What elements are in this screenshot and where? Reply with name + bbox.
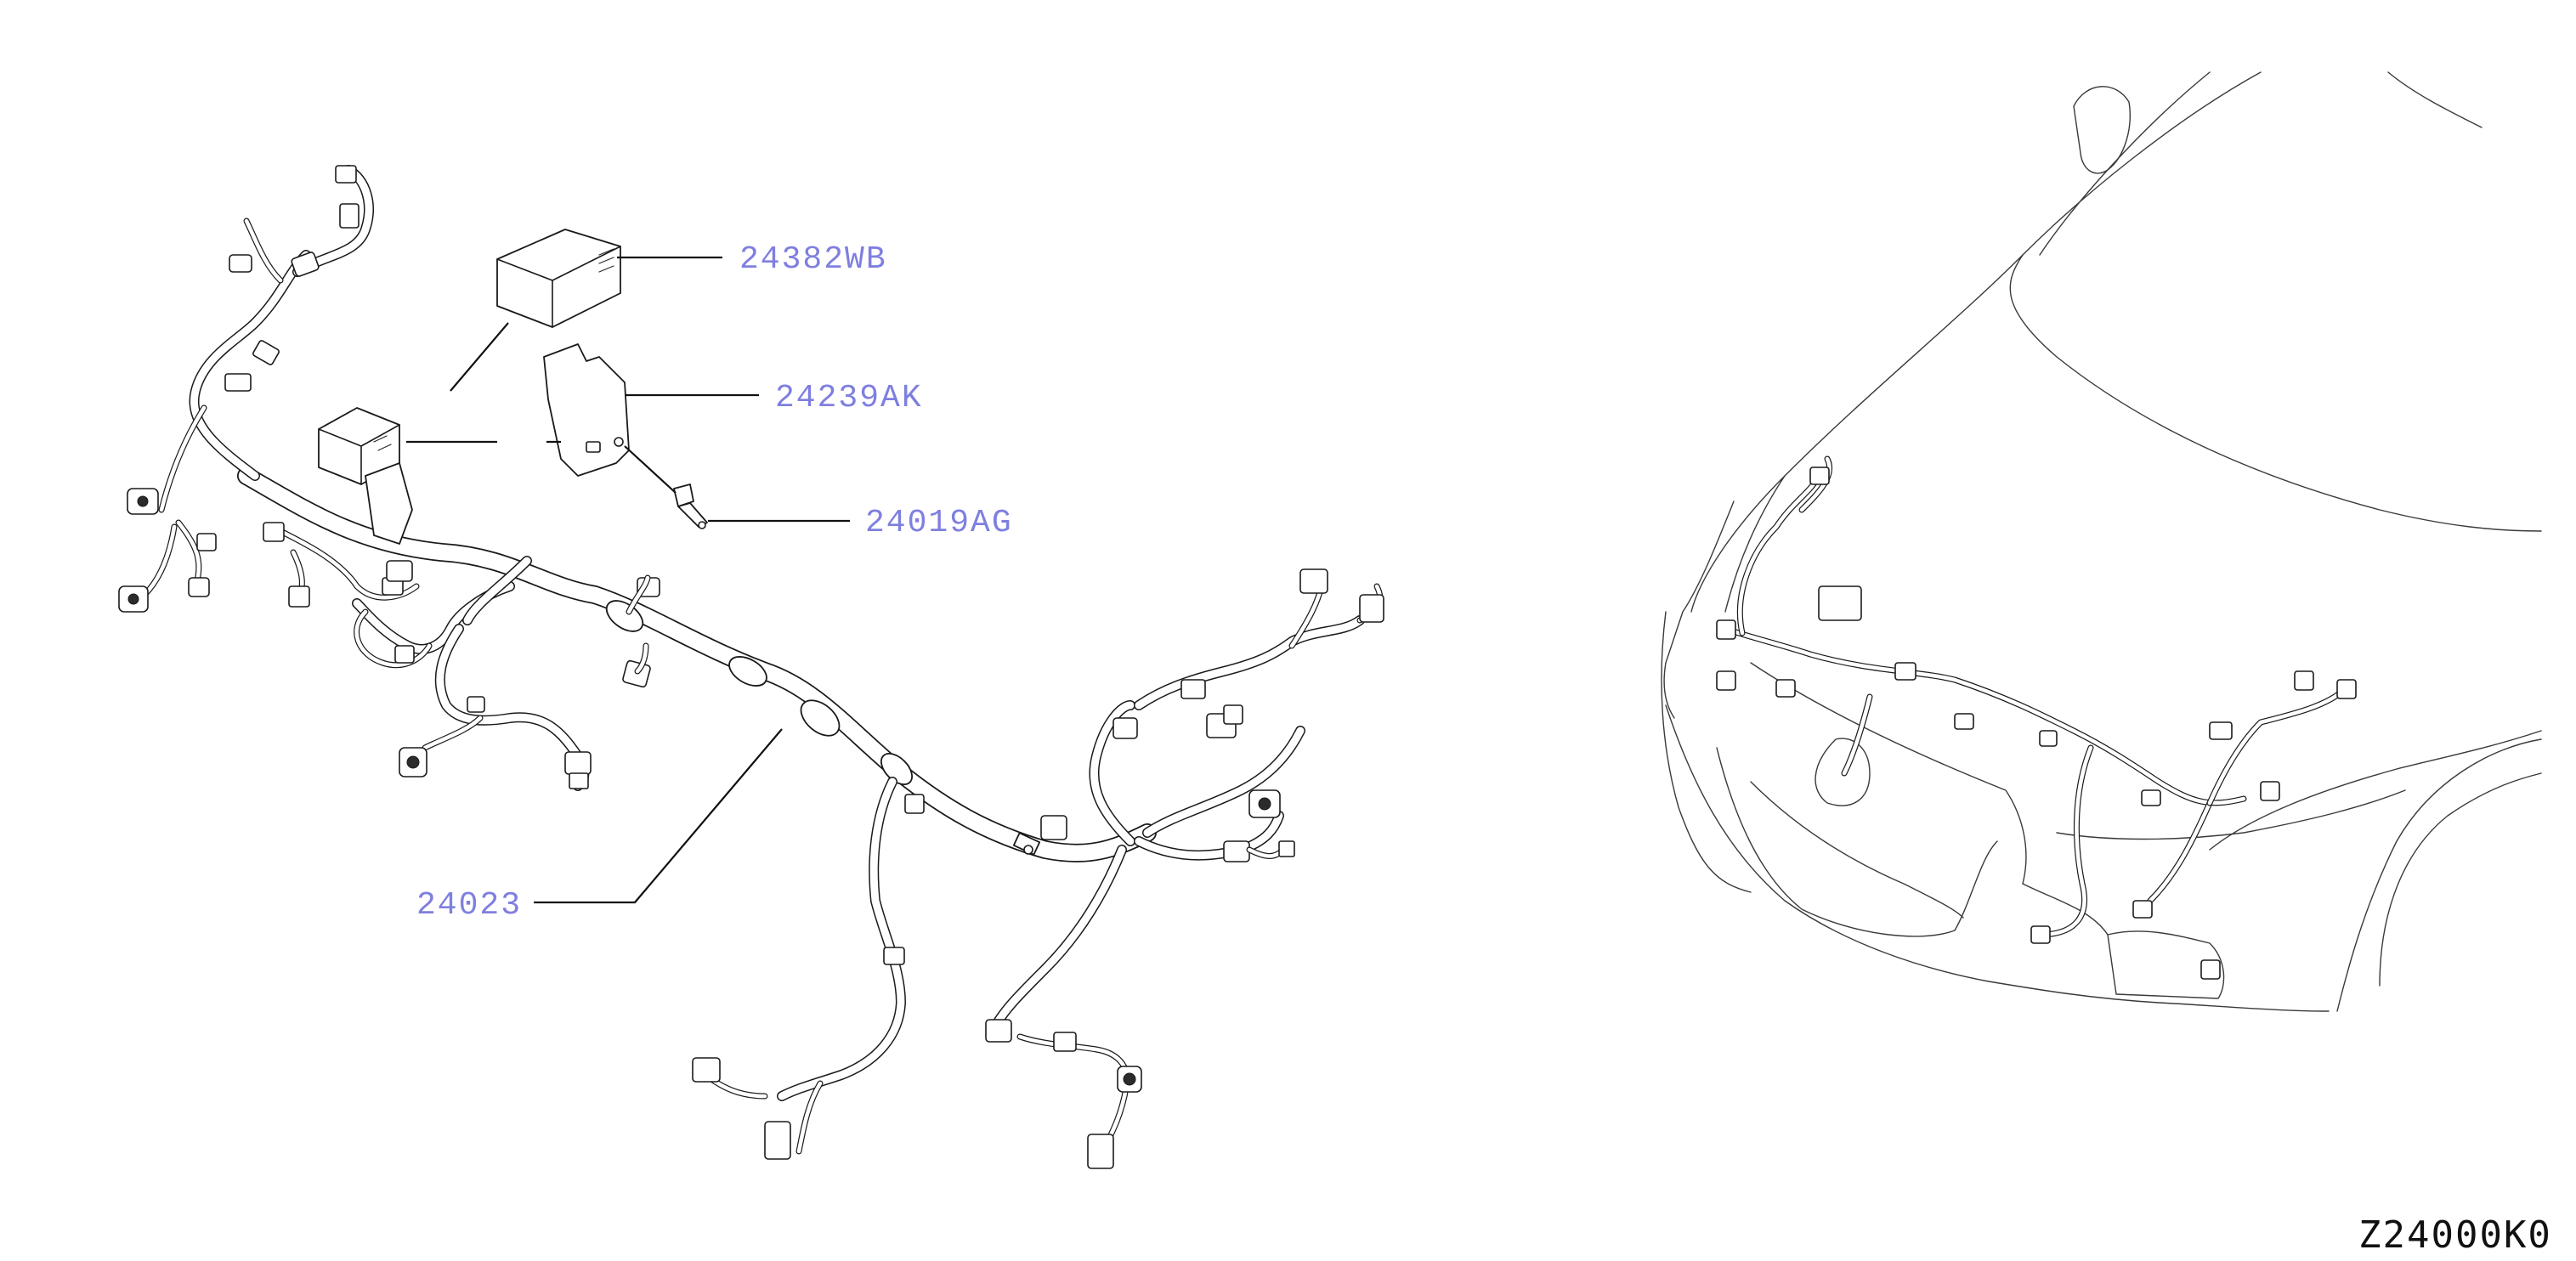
relay-box-on-harness bbox=[318, 407, 413, 545]
part-label-24382WB[interactable]: 24382WB bbox=[739, 241, 887, 278]
diagram-id-label: Z24000K0 bbox=[2358, 1213, 2552, 1257]
part-label-24239AK[interactable]: 24239AK bbox=[775, 380, 923, 416]
fuse-box-cover-24382WB bbox=[496, 229, 621, 328]
callout-labels: 24382WB 24239AK 24019AG 24023 bbox=[416, 241, 1013, 924]
harness-main-trunk bbox=[237, 467, 1157, 862]
part-label-24019AG[interactable]: 24019AG bbox=[865, 505, 1013, 541]
harness-right-section bbox=[985, 568, 1384, 1169]
harness-middle-left-branches bbox=[263, 522, 660, 791]
engine-room-harness: 24382WB 24239AK 24019AG 24023 bbox=[118, 165, 1384, 1169]
exploded-parts bbox=[406, 229, 708, 529]
vehicle-location-view bbox=[1661, 71, 2542, 1012]
callout-leaders bbox=[534, 256, 850, 904]
harness-upper-left-branch bbox=[118, 165, 374, 613]
bracket-24239AK bbox=[543, 343, 630, 477]
part-label-24023[interactable]: 24023 bbox=[416, 887, 522, 924]
clip-24019AG bbox=[673, 483, 708, 529]
harness-center-drop-branch bbox=[692, 777, 925, 1160]
